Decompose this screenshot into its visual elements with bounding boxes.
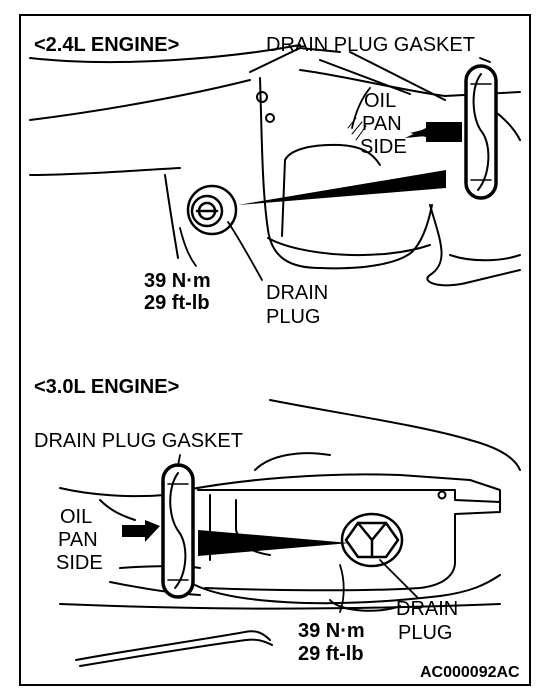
drain-plug-gasket-24: [464, 64, 498, 200]
engine-24-plug-label-line1: DRAIN: [266, 282, 329, 304]
engine-24-pan-label: PAN: [362, 113, 402, 135]
engine-30-plug-label-line1: DRAIN: [396, 598, 459, 620]
shading-24: [347, 117, 367, 141]
engine-24-plug-label-line2: PLUG: [266, 306, 321, 328]
engine-24-side-label: SIDE: [360, 136, 407, 158]
engine-24-torque-ftlb: 29 ft-lb: [144, 292, 210, 314]
engine-30-side-label: SIDE: [56, 552, 103, 574]
engine-30-plug-label-line2: PLUG: [398, 622, 453, 644]
engine-30-oil-label: OIL: [60, 506, 93, 528]
drain-plug-24: [186, 184, 238, 236]
engine-24-oil-label: OIL: [364, 90, 397, 112]
engine-24-title: <2.4L ENGINE>: [34, 34, 180, 56]
engine-30-title: <3.0L ENGINE>: [34, 376, 180, 398]
engine-30-pan-label: PAN: [58, 529, 98, 551]
engine-24-gasket-label: DRAIN PLUG GASKET: [266, 34, 475, 56]
engine-30-torque-nm: 39 N·m: [298, 620, 365, 642]
engine-24-linework: [29, 44, 521, 287]
engine-24-leaders: [179, 57, 491, 281]
engine-24-torque-nm: 39 N·m: [144, 270, 211, 292]
drain-plug-30: [340, 512, 404, 568]
drain-plug-gasket-30: [161, 463, 195, 599]
engine-30-leaders: [122, 454, 419, 613]
engine-30-torque-ftlb: 29 ft-lb: [298, 643, 364, 665]
engine-30-gasket-label: DRAIN PLUG GASKET: [34, 430, 243, 452]
figure-code: AC000092AC: [420, 664, 520, 681]
